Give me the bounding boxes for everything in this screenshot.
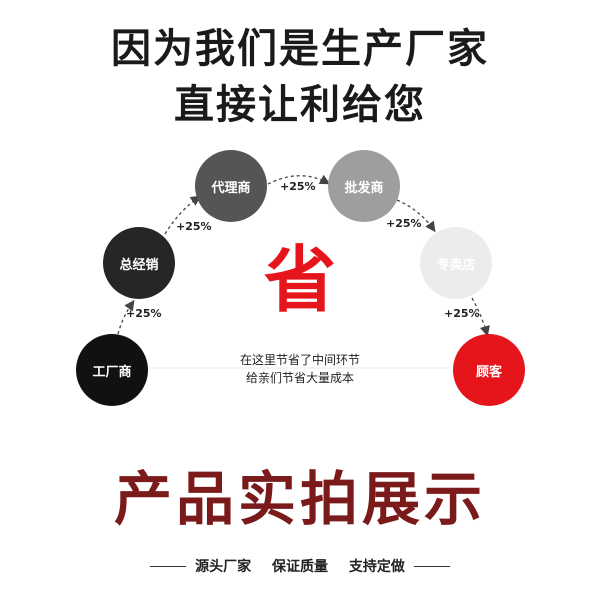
- node-customer: 顾客: [453, 334, 525, 406]
- arrow-wholesaler-to-store: [396, 199, 436, 233]
- node-distributor: 总经销: [103, 227, 175, 299]
- node-customer-label: 顾客: [475, 364, 502, 380]
- node-wholesaler-label: 批发商: [344, 180, 384, 196]
- tagline-rule-left: [150, 566, 186, 567]
- tagline-item-custom: 支持定做: [348, 559, 405, 575]
- tagline-item-source: 源头厂家: [195, 559, 252, 575]
- arrow-factory-to-distributor: [117, 299, 135, 335]
- node-store: 专卖店: [420, 227, 492, 299]
- tagline: 源头厂家 保证质量 支持定做: [0, 556, 600, 576]
- showcase-title: 产品实拍展示: [113, 465, 486, 533]
- savings-note-line-2: 给亲们节省大量成本: [245, 371, 354, 385]
- node-agent-label: 代理商: [211, 180, 251, 196]
- node-wholesaler: 批发商: [328, 150, 400, 222]
- arrow-store-to-customer: [471, 297, 490, 337]
- savings-note-line-1: 在这里节省了中间环节: [239, 353, 360, 367]
- markup-label-5: +25%: [444, 307, 480, 320]
- markup-label-1: +25%: [126, 307, 162, 320]
- tagline-rule-right: [414, 566, 450, 567]
- markup-label-4: +25%: [386, 217, 422, 230]
- node-store-label: 专卖店: [436, 257, 476, 273]
- node-factory-label: 工厂商: [92, 364, 132, 380]
- save-character: 省: [263, 238, 336, 322]
- node-agent: 代理商: [195, 150, 267, 222]
- arrow-agent-to-wholesaler: [267, 174, 331, 185]
- node-factory: 工厂商: [76, 334, 148, 406]
- node-distributor-label: 总经销: [119, 257, 159, 273]
- tagline-item-quality: 保证质量: [272, 559, 328, 575]
- headline-line-1: 因为我们是生产厂家: [111, 26, 489, 72]
- arrow-distributor-to-agent: [164, 195, 202, 235]
- markup-label-3: +25%: [280, 180, 316, 193]
- headline-line-2: 直接让利给您: [174, 82, 426, 128]
- markup-label-2: +25%: [176, 220, 212, 233]
